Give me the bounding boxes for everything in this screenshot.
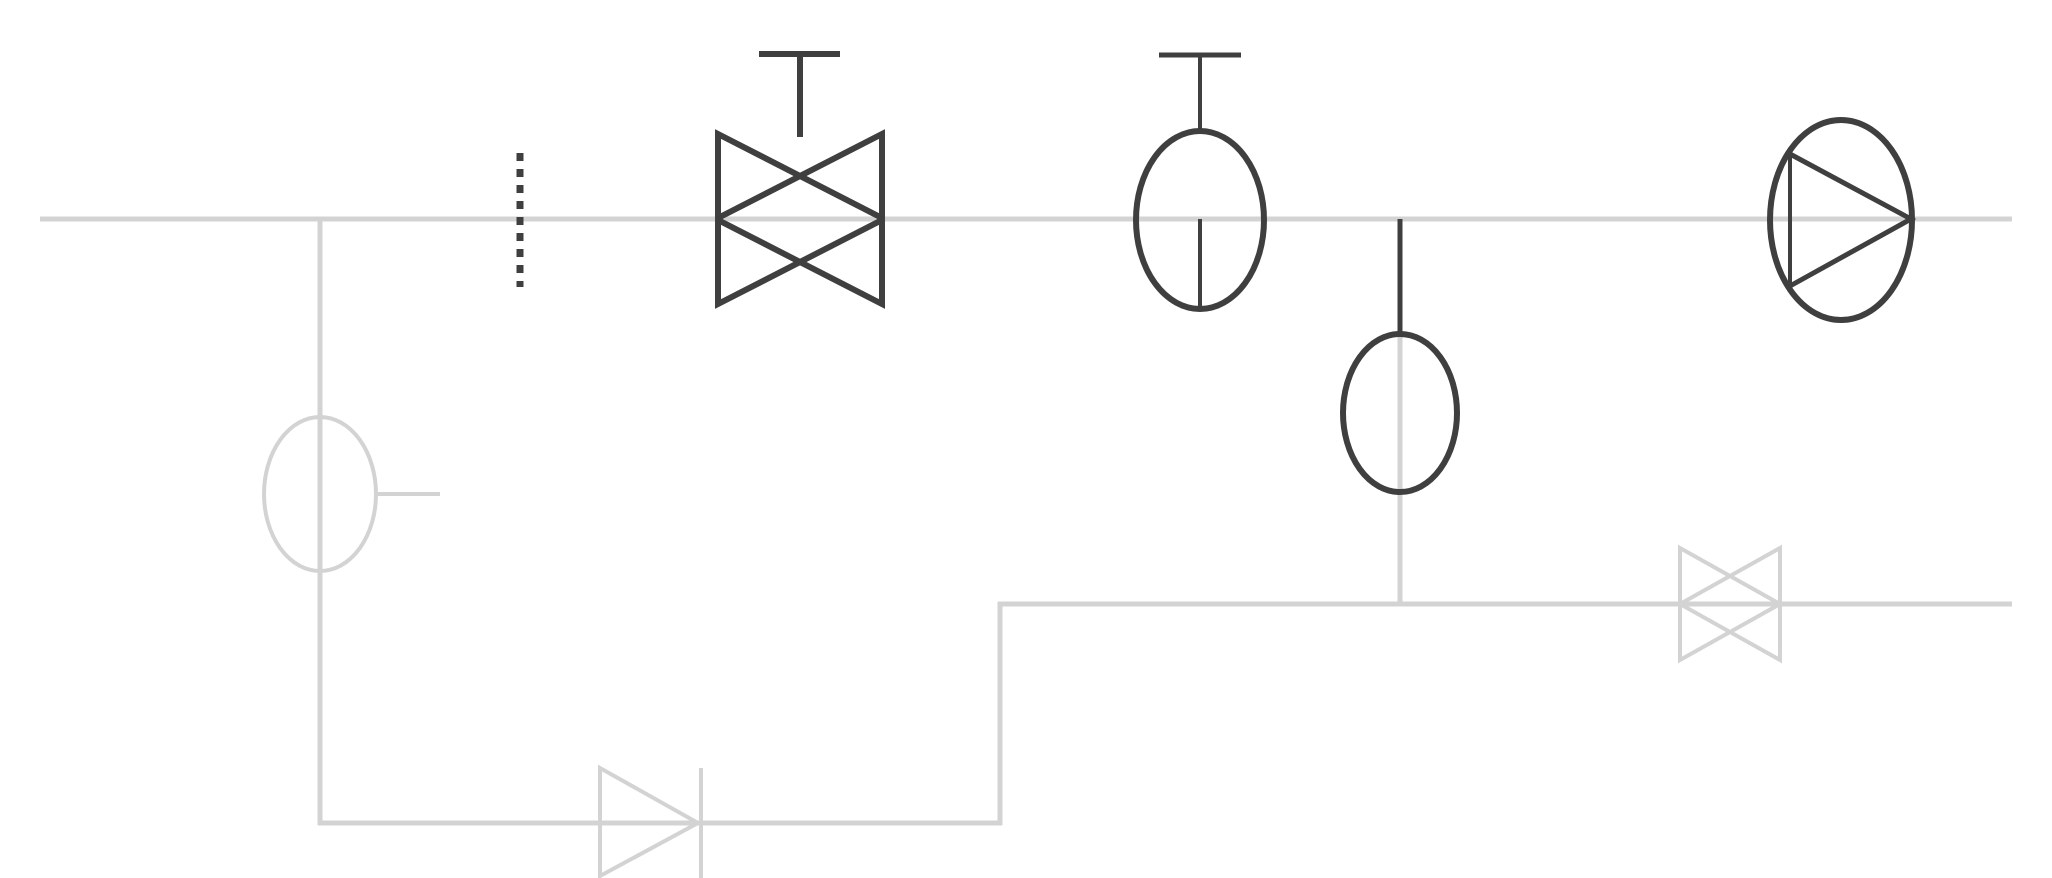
valve-lower-bowtie — [715, 215, 885, 309]
gate-valve-handwheel[interactable] — [715, 51, 885, 309]
pump-triangle — [1788, 151, 1917, 289]
check-valve[interactable] — [598, 764, 703, 878]
lower-valve-lower-bowtie — [1678, 600, 1782, 664]
diaphragm-valve[interactable] — [1133, 52, 1267, 312]
inline-flowmeter[interactable] — [1340, 219, 1460, 495]
flowmeter-body — [1340, 331, 1460, 495]
check-valve-triangle — [598, 764, 703, 878]
valve-upper-bowtie — [715, 129, 885, 223]
pipe-network — [40, 216, 2012, 826]
diaphragm-body — [1133, 128, 1267, 312]
lower-valve-upper-bowtie — [1678, 544, 1782, 608]
gate-valve-lower[interactable] — [1678, 544, 1782, 664]
pump[interactable] — [1767, 117, 1917, 323]
sensor-ellipse[interactable] — [262, 415, 440, 573]
